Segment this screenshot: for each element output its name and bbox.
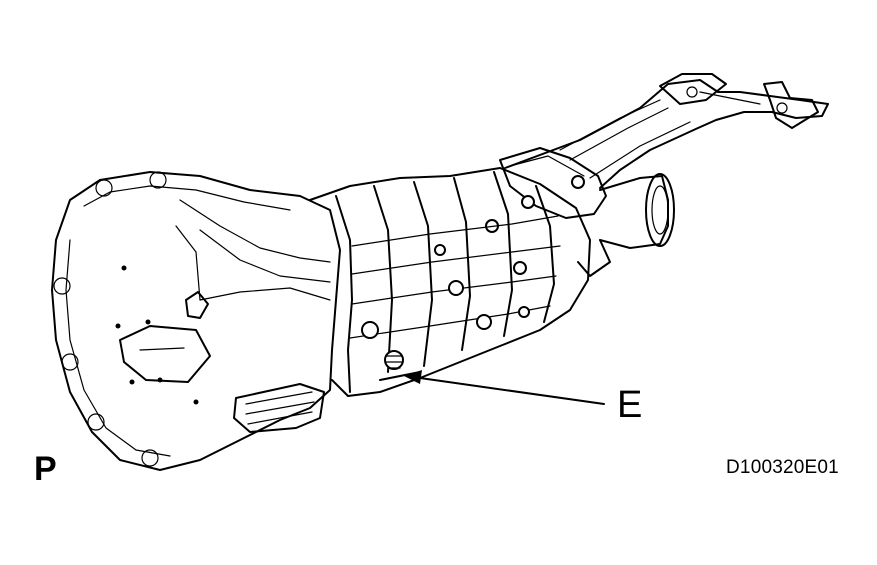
output-flange (577, 173, 675, 277)
callout-label-e: E (617, 384, 643, 426)
transmission-case (309, 167, 591, 397)
corner-mark: P (34, 450, 57, 488)
bell-housing (51, 171, 341, 471)
shift-housing (485, 147, 607, 233)
rear-extension-arm (504, 73, 829, 189)
figure-code: D100320E01 (726, 457, 839, 478)
callout-leader (404, 370, 605, 405)
